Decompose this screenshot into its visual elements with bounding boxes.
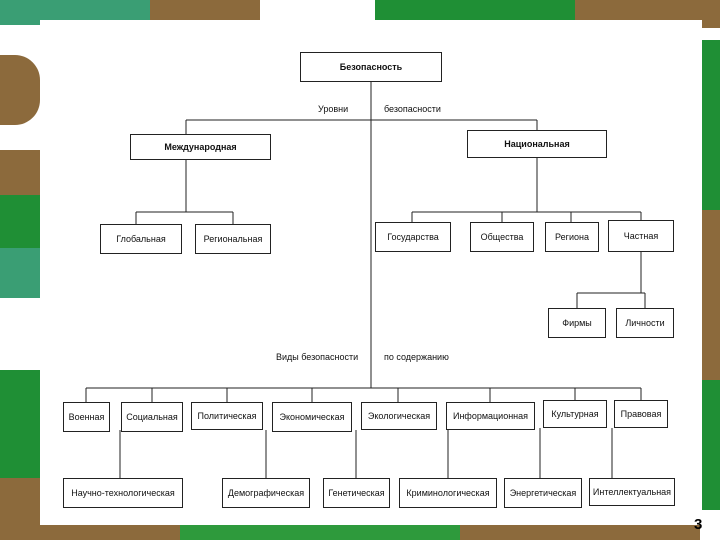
society-node-label: Общества xyxy=(480,232,524,242)
person-node-box: Личности xyxy=(616,308,674,338)
society-node-box: Общества xyxy=(470,222,534,252)
scientific-technological-node-label: Научно-технологическая xyxy=(71,488,175,498)
social-node-label: Социальная xyxy=(126,412,178,422)
military-node-label: Военная xyxy=(68,412,105,422)
decor-green-bottom xyxy=(180,525,460,540)
private-node-label: Частная xyxy=(623,231,659,241)
firm-node-label: Фирмы xyxy=(562,318,592,328)
legal-node-box: Правовая xyxy=(614,400,668,428)
decor-brown-left-mid xyxy=(0,150,40,195)
decor-brown-top xyxy=(150,0,260,22)
genetic-node-box: Генетическая xyxy=(323,478,390,508)
decor-brown-left-bottom xyxy=(0,478,40,540)
ecological-node-label: Экологическая xyxy=(367,411,431,421)
page-number: 3 xyxy=(694,516,703,533)
economic-node-label: Экономическая xyxy=(279,412,345,422)
global-node-label: Глобальная xyxy=(116,234,166,244)
military-node-box: Военная xyxy=(63,402,110,432)
decor-green-left-low xyxy=(0,370,40,480)
decor-green-right xyxy=(700,40,720,210)
types-caption-left: Виды безопасности xyxy=(276,352,359,362)
decor-brown-left-top xyxy=(0,55,40,125)
energy-node-label: Энергетическая xyxy=(509,488,577,498)
social-node-box: Социальная xyxy=(121,402,183,432)
decor-teal-left xyxy=(0,248,40,298)
types-caption-right: по содержанию xyxy=(384,352,449,362)
informational-node-label: Информационная xyxy=(452,411,529,421)
criminological-node-label: Криминологическая xyxy=(406,488,490,498)
decor-green-left xyxy=(0,195,40,250)
political-node-box: Политическая xyxy=(191,402,263,430)
legal-node-label: Правовая xyxy=(620,409,662,419)
regional-node-label: Региональная xyxy=(203,234,263,244)
cultural-node-box: Культурная xyxy=(543,400,607,428)
international-node-box: Международная xyxy=(130,134,271,160)
root-node-label: Безопасность xyxy=(339,62,403,72)
international-node-label: Международная xyxy=(164,142,237,152)
state-node-label: Государства xyxy=(387,232,439,242)
global-node-box: Глобальная xyxy=(100,224,182,254)
demographic-node-label: Демографическая xyxy=(227,488,305,498)
genetic-node-label: Генетическая xyxy=(328,488,385,498)
criminological-node-box: Криминологическая xyxy=(399,478,497,508)
scientific-technological-node-box: Научно-технологическая xyxy=(63,478,183,508)
ecological-node-box: Экологическая xyxy=(361,402,437,430)
cultural-node-label: Культурная xyxy=(551,409,599,419)
region-node-label: Региона xyxy=(555,232,589,242)
national-node-box: Национальная xyxy=(467,130,607,158)
decor-green-top xyxy=(375,0,605,22)
energy-node-box: Энергетическая xyxy=(504,478,582,508)
root-node-box: Безопасность xyxy=(300,52,442,82)
levels-caption-right: безопасности xyxy=(384,104,441,114)
informational-node-box: Информационная xyxy=(446,402,535,430)
political-node-label: Политическая xyxy=(197,411,257,421)
national-node-label: Национальная xyxy=(504,139,570,149)
levels-caption-left: Уровни xyxy=(318,104,349,114)
intellectual-node-label: Интеллектуальная xyxy=(592,487,672,497)
economic-node-box: Экономическая xyxy=(272,402,352,432)
decor-brown-right xyxy=(700,210,720,380)
person-node-label: Личности xyxy=(625,318,665,328)
region-node-box: Региона xyxy=(545,222,599,252)
regional-node-box: Региональная xyxy=(195,224,271,254)
decor-green-right-low xyxy=(700,380,720,510)
demographic-node-box: Демографическая xyxy=(222,478,310,508)
firm-node-box: Фирмы xyxy=(548,308,606,338)
private-node-box: Частная xyxy=(608,220,674,252)
state-node-box: Государства xyxy=(375,222,451,252)
intellectual-node-box: Интеллектуальная xyxy=(589,478,675,506)
